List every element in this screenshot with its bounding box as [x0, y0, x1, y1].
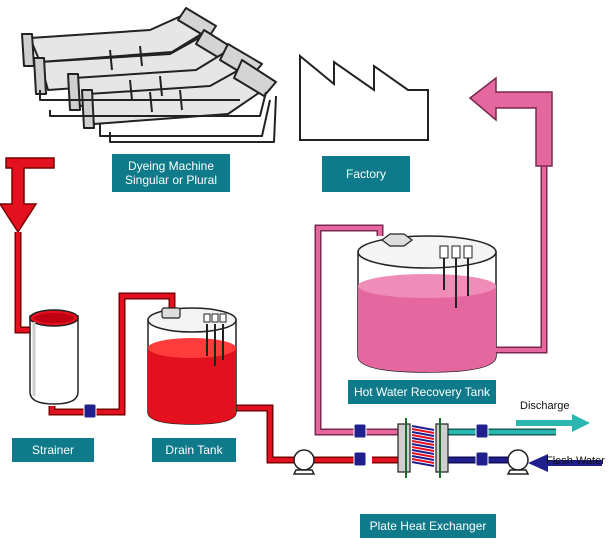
discharge-label: Discharge	[520, 400, 570, 412]
factory-supply-arrow	[468, 76, 553, 167]
plate-heat-exchanger-label: Plate Heat Exchanger	[360, 514, 496, 538]
dyeing-machine-illustration	[21, 7, 277, 143]
drain-tank-label: Drain Tank	[152, 438, 236, 462]
factory-label-text: Factory	[345, 167, 386, 181]
hot-water-recovery-tank-label: Hot Water Recovery Tank	[348, 380, 496, 404]
strainer-label-text: Strainer	[31, 443, 75, 457]
strainer-label: Strainer	[12, 438, 94, 462]
strainer-vessel	[29, 309, 79, 405]
dyeing-machine-label-line1: Dyeing Machine	[127, 159, 215, 173]
hot-water-recovery-tank-label-text: Hot Water Recovery Tank	[353, 385, 491, 399]
factory-label: Factory	[322, 156, 410, 192]
recovery-tank-vessel	[357, 233, 497, 373]
dyeing-machine-label-line2: Singular or Plural	[124, 173, 218, 187]
flesh-water-label: Flesh Water	[546, 455, 605, 467]
fresh-water-arrow	[528, 454, 602, 472]
factory-outline	[299, 53, 429, 141]
dyeing-outlet-arrow	[0, 157, 55, 234]
drain-tank-label-text: Drain Tank	[165, 443, 223, 457]
valves	[83, 403, 489, 467]
dyeing-machine-label: Dyeing Machine Singular or Plural	[112, 154, 230, 192]
discharge-arrow	[516, 414, 590, 432]
plate-heat-exchanger-label-text: Plate Heat Exchanger	[369, 519, 487, 533]
pumps	[292, 449, 530, 475]
drain-tank-vessel	[147, 307, 237, 425]
plate-heat-exchanger-unit	[397, 418, 449, 478]
